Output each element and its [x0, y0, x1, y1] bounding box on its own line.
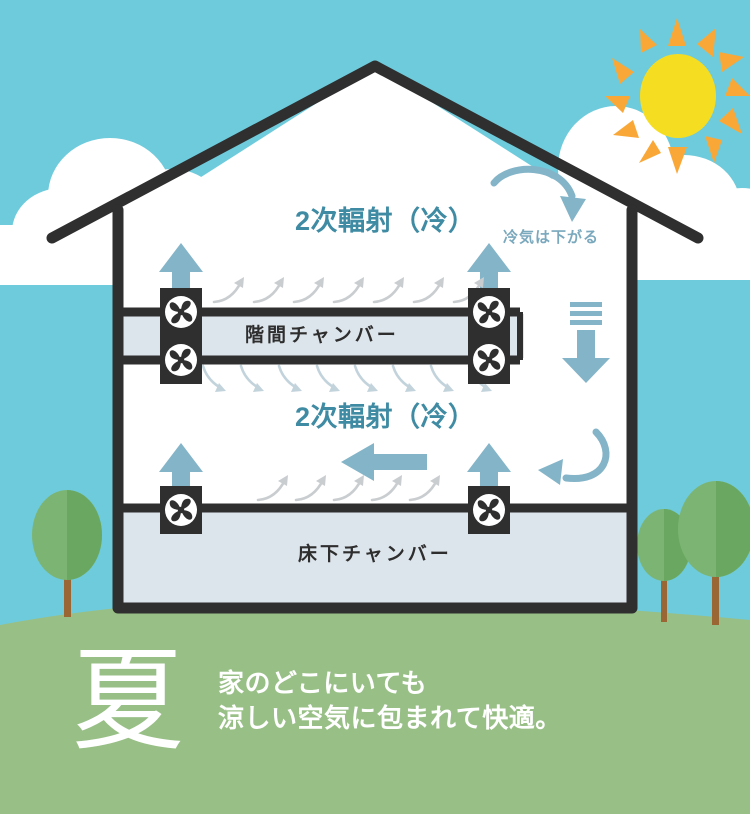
arrow-down-icon [562, 302, 610, 383]
curved-arrow-head-icon [538, 459, 563, 485]
arrow-up-icon [159, 443, 203, 508]
underfloor-chamber-band [118, 508, 632, 608]
arrow-up-icon [467, 243, 511, 310]
season-kanji: 夏 [72, 636, 184, 766]
caption-line-2: 涼しい空気に包まれて快適。 [218, 703, 562, 733]
fan-icon[interactable] [160, 336, 202, 384]
tree-icon [678, 481, 750, 625]
air-wisp-icon [256, 475, 440, 502]
air-wisp-icon [212, 277, 484, 304]
label-secondary-radiation-upper: 2次輻射（冷） [295, 206, 476, 236]
curved-arrow-icon [562, 428, 610, 483]
fan-icon[interactable] [468, 486, 510, 534]
sun-icon [605, 18, 750, 174]
arrow-left-icon [341, 443, 427, 481]
label-underfloor-chamber: 床下チャンバー [298, 544, 452, 565]
fan-icon[interactable] [160, 288, 202, 336]
fan-icon[interactable] [468, 288, 510, 336]
label-secondary-radiation-lower: 2次輻射（冷） [295, 402, 476, 432]
curved-arrow-head-icon [560, 196, 586, 222]
arrow-up-icon [467, 443, 511, 508]
fan-icon[interactable] [468, 336, 510, 384]
curved-arrow-icon [490, 165, 576, 200]
tree-icon [32, 490, 102, 617]
arrow-up-icon [159, 243, 203, 310]
ground-hill [0, 597, 750, 814]
label-cold-air-falls: 冷気は下がる [503, 229, 600, 246]
label-interfloor-chamber: 階間チャンバー [245, 325, 399, 346]
caption-line-1: 家のどこにいても [218, 668, 428, 698]
fan-icon[interactable] [160, 486, 202, 534]
house-outline [46, 60, 704, 614]
